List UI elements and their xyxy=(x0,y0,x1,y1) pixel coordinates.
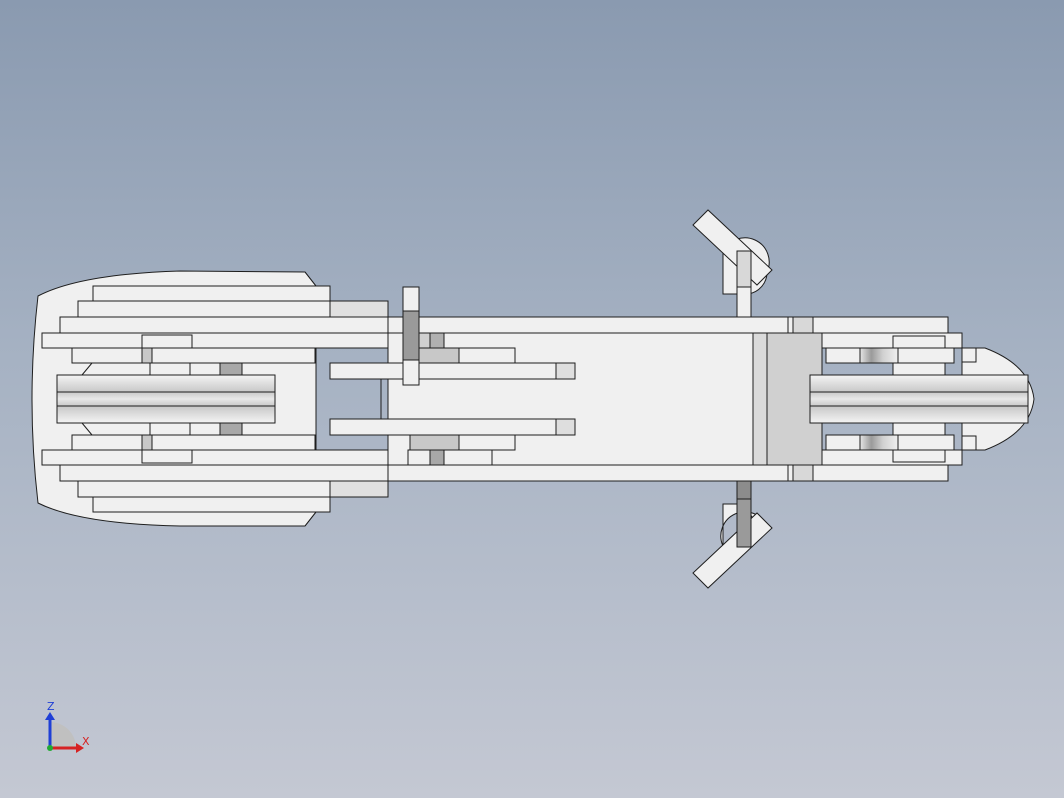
coordinate-triad: Z X xyxy=(45,700,90,753)
triad-plane-icon xyxy=(50,722,76,748)
rear-wheel[interactable] xyxy=(56,362,276,436)
front-wheel[interactable] xyxy=(809,335,1029,463)
handlebar-top[interactable] xyxy=(692,209,773,318)
seat-post[interactable] xyxy=(402,286,420,386)
x-arrowhead-icon xyxy=(76,743,84,753)
z-arrowhead-icon xyxy=(45,712,55,720)
rear-plates-bottom xyxy=(41,422,389,513)
origin-icon xyxy=(47,745,53,751)
handlebar-bottom[interactable] xyxy=(692,480,773,589)
engine-rods xyxy=(329,332,576,466)
z-axis-label: Z xyxy=(47,700,55,713)
rear-plates-top xyxy=(41,285,389,376)
motorcycle-model[interactable] xyxy=(31,209,1035,589)
x-axis-label: X xyxy=(82,735,90,748)
